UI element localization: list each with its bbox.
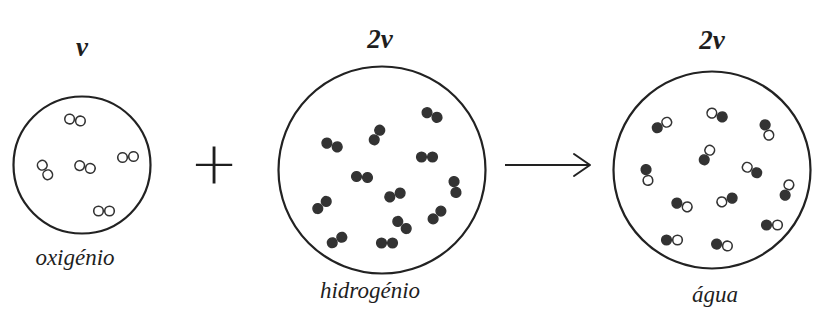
molecule <box>64 113 86 126</box>
molecule <box>640 164 653 186</box>
molecule <box>417 152 438 162</box>
molecule <box>321 137 344 153</box>
molecule <box>698 144 717 167</box>
molecule <box>671 197 694 213</box>
gas-volume-circle: 2vhidrogénio <box>277 65 487 275</box>
reaction-arrow <box>505 154 590 176</box>
gas-volume-circle: voxigénio <box>12 95 152 235</box>
molecule <box>762 220 783 230</box>
molecule <box>651 116 674 135</box>
volume-label: 2v <box>699 26 724 56</box>
plus-sign: + <box>190 134 239 192</box>
gas-name: água <box>692 282 738 307</box>
molecule <box>706 107 729 123</box>
molecule <box>662 235 683 245</box>
molecule <box>36 159 55 182</box>
molecule <box>448 176 461 198</box>
molecule <box>426 204 447 225</box>
molecule <box>711 238 733 251</box>
molecule <box>759 119 775 142</box>
gas-name: hidrogénio <box>320 278 420 303</box>
volume-label: 2v <box>367 25 392 55</box>
molecule <box>326 231 349 250</box>
molecule <box>779 179 795 202</box>
molecule <box>368 124 387 147</box>
molecule <box>391 215 413 236</box>
gas-name: oxigénio <box>35 245 114 270</box>
circle-outline <box>12 95 152 235</box>
molecule <box>94 206 115 216</box>
molecule <box>384 187 407 203</box>
circle-outline <box>277 65 487 275</box>
molecule <box>377 238 398 248</box>
molecule <box>351 171 372 182</box>
molecule <box>421 106 444 123</box>
molecule <box>74 160 96 175</box>
molecule <box>716 192 739 208</box>
molecule <box>311 195 333 216</box>
volume-label: v <box>76 33 88 63</box>
molecule <box>741 161 764 180</box>
circle-outline <box>612 70 812 270</box>
molecule <box>117 151 138 162</box>
gas-volume-circle: 2vágua <box>612 70 812 270</box>
